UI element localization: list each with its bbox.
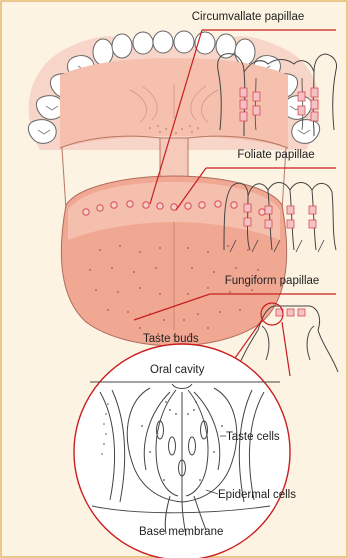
label-oral-cavity: Oral cavity <box>150 364 205 376</box>
label-foliate: Foliate papillae <box>237 149 314 161</box>
label-epidermal-cells: Epidermal cells <box>218 489 296 501</box>
fungiform-taste-buds <box>276 309 305 316</box>
label-fungiform: Fungiform papillae <box>225 275 320 287</box>
label-base-membrane: Base membrane <box>139 526 223 538</box>
label-taste-buds: Taste buds <box>143 333 199 345</box>
label-circumvallate: Circumvallate papillae <box>192 11 305 23</box>
label-taste-cells: Taste cells <box>226 431 280 443</box>
